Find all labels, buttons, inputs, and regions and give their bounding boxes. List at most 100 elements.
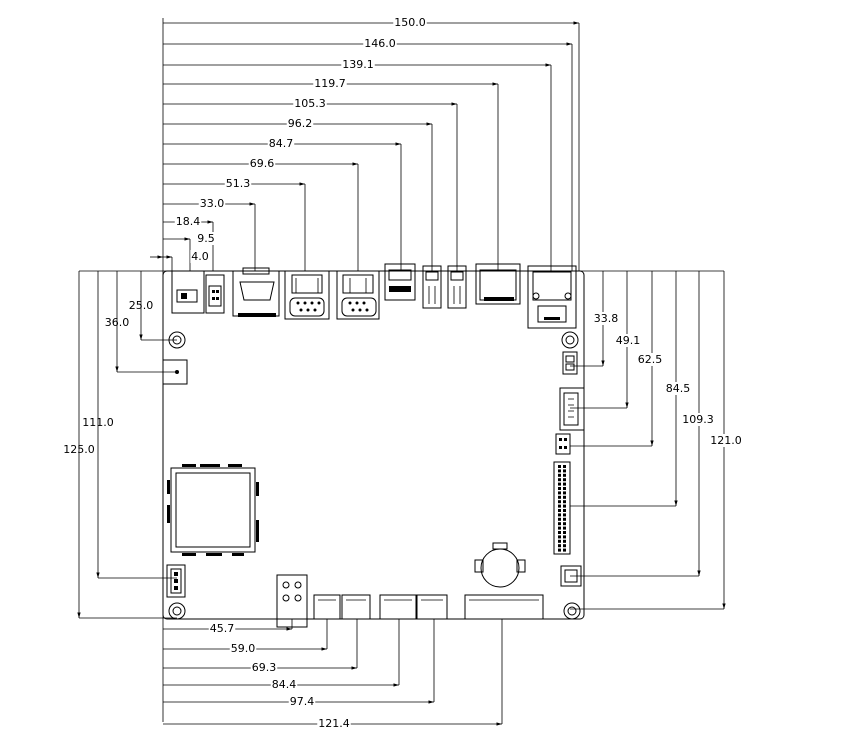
gpio-pin	[558, 544, 561, 548]
gpio-pin	[563, 465, 566, 468]
gpio-pin	[558, 526, 561, 530]
gpio-pin	[563, 548, 566, 552]
gpio-pin	[563, 539, 566, 543]
gpio-pin	[563, 531, 566, 534]
label-background	[250, 661, 278, 674]
audio-jack	[422, 265, 442, 309]
dimension-label: 4.0	[191, 250, 209, 263]
fan-header	[166, 564, 186, 598]
label-background	[224, 177, 252, 190]
label-background	[208, 622, 236, 635]
dimension-label: 111.0	[82, 416, 114, 429]
sata-connector	[559, 387, 585, 431]
dimension-label: 96.2	[288, 117, 313, 130]
label-background	[286, 117, 314, 130]
label-background	[174, 215, 202, 228]
gpio-pin	[563, 522, 566, 526]
label-background	[363, 37, 397, 50]
dimension-label: 36.0	[105, 316, 130, 329]
gpio-pin	[558, 495, 561, 499]
gpio-pin	[558, 465, 561, 468]
dimension-label: 109.3	[682, 413, 714, 426]
dimension-label: 125.0	[63, 443, 95, 456]
dimension-label: 45.7	[210, 622, 235, 635]
soc-chip	[167, 464, 259, 556]
gpio-pin	[558, 500, 561, 504]
gpio-pin	[558, 478, 561, 482]
mounting-hole	[561, 331, 579, 349]
gpio-pin	[558, 539, 561, 543]
gpio-pin	[558, 513, 561, 517]
coin-battery	[474, 542, 526, 588]
label-background	[317, 717, 351, 730]
dimension-label: 84.5	[666, 382, 691, 395]
dimension-label: 69.6	[250, 157, 275, 170]
label-background	[341, 58, 375, 71]
gpio-pin	[558, 531, 561, 534]
label-background	[293, 97, 327, 110]
gpio-pin	[563, 517, 566, 521]
gpio-pin	[563, 504, 566, 508]
label-background	[288, 695, 316, 708]
label-background	[270, 678, 298, 691]
hdmi-port	[232, 267, 280, 317]
gpio-pin	[558, 469, 561, 473]
dimension-label: 33.8	[594, 312, 619, 325]
usb-port	[284, 270, 330, 320]
mounting-hole	[168, 602, 186, 620]
dimension-label: 59.0	[231, 642, 256, 655]
gpio-pin	[563, 500, 566, 504]
dimension-label: 105.3	[294, 97, 326, 110]
audio-jack	[447, 265, 467, 309]
label-background	[267, 137, 295, 150]
terminal-block	[205, 274, 225, 314]
gpio-pin	[558, 487, 561, 490]
gpio-pin	[563, 478, 566, 482]
fan-header	[379, 594, 417, 620]
dimension-layer: 150.0146.0139.1119.7105.396.284.769.651.…	[63, 16, 743, 730]
gpio-header	[553, 461, 571, 555]
gpio-pin	[558, 522, 561, 526]
gpio-pin	[563, 535, 566, 539]
label-background	[636, 353, 664, 366]
gpio-pin	[563, 491, 566, 495]
gpio-pin	[563, 469, 566, 473]
dimension-label: 139.1	[342, 58, 374, 71]
gpio-pin	[563, 487, 566, 490]
mounting-hole	[563, 602, 581, 620]
dimension-label: 25.0	[129, 299, 154, 312]
gpio-pin	[558, 548, 561, 552]
label-background	[614, 334, 642, 347]
dimension-label: 84.4	[272, 678, 297, 691]
dimension-label: 97.4	[290, 695, 315, 708]
fan-header	[313, 594, 341, 620]
dimension-label: 119.7	[314, 77, 346, 90]
label-background	[664, 382, 692, 395]
label-background	[190, 250, 210, 263]
gpio-pin	[558, 504, 561, 508]
gpio-pin	[563, 513, 566, 517]
dimension-label: 18.4	[176, 215, 201, 228]
gpio-pin	[563, 473, 566, 477]
dimension-label: 9.5	[197, 232, 215, 245]
fan-header	[416, 594, 448, 620]
dimension-label: 49.1	[616, 334, 641, 347]
dimension-label: 69.3	[252, 661, 277, 674]
dimension-label: 121.0	[710, 434, 742, 447]
label-background	[196, 232, 216, 245]
gpio-pin	[563, 495, 566, 499]
label-background	[198, 197, 226, 210]
label-background	[229, 642, 257, 655]
usb-port	[336, 270, 380, 320]
label-background	[681, 413, 715, 426]
gpio-pin	[558, 482, 561, 486]
gpio-pin	[563, 526, 566, 530]
gpio-pin	[558, 491, 561, 495]
label-background	[248, 157, 276, 170]
board-outline	[162, 270, 585, 620]
dimension-label: 84.7	[269, 137, 294, 150]
gpio-pin	[563, 482, 566, 486]
label-background	[709, 434, 743, 447]
dc-power-jack	[171, 270, 205, 314]
